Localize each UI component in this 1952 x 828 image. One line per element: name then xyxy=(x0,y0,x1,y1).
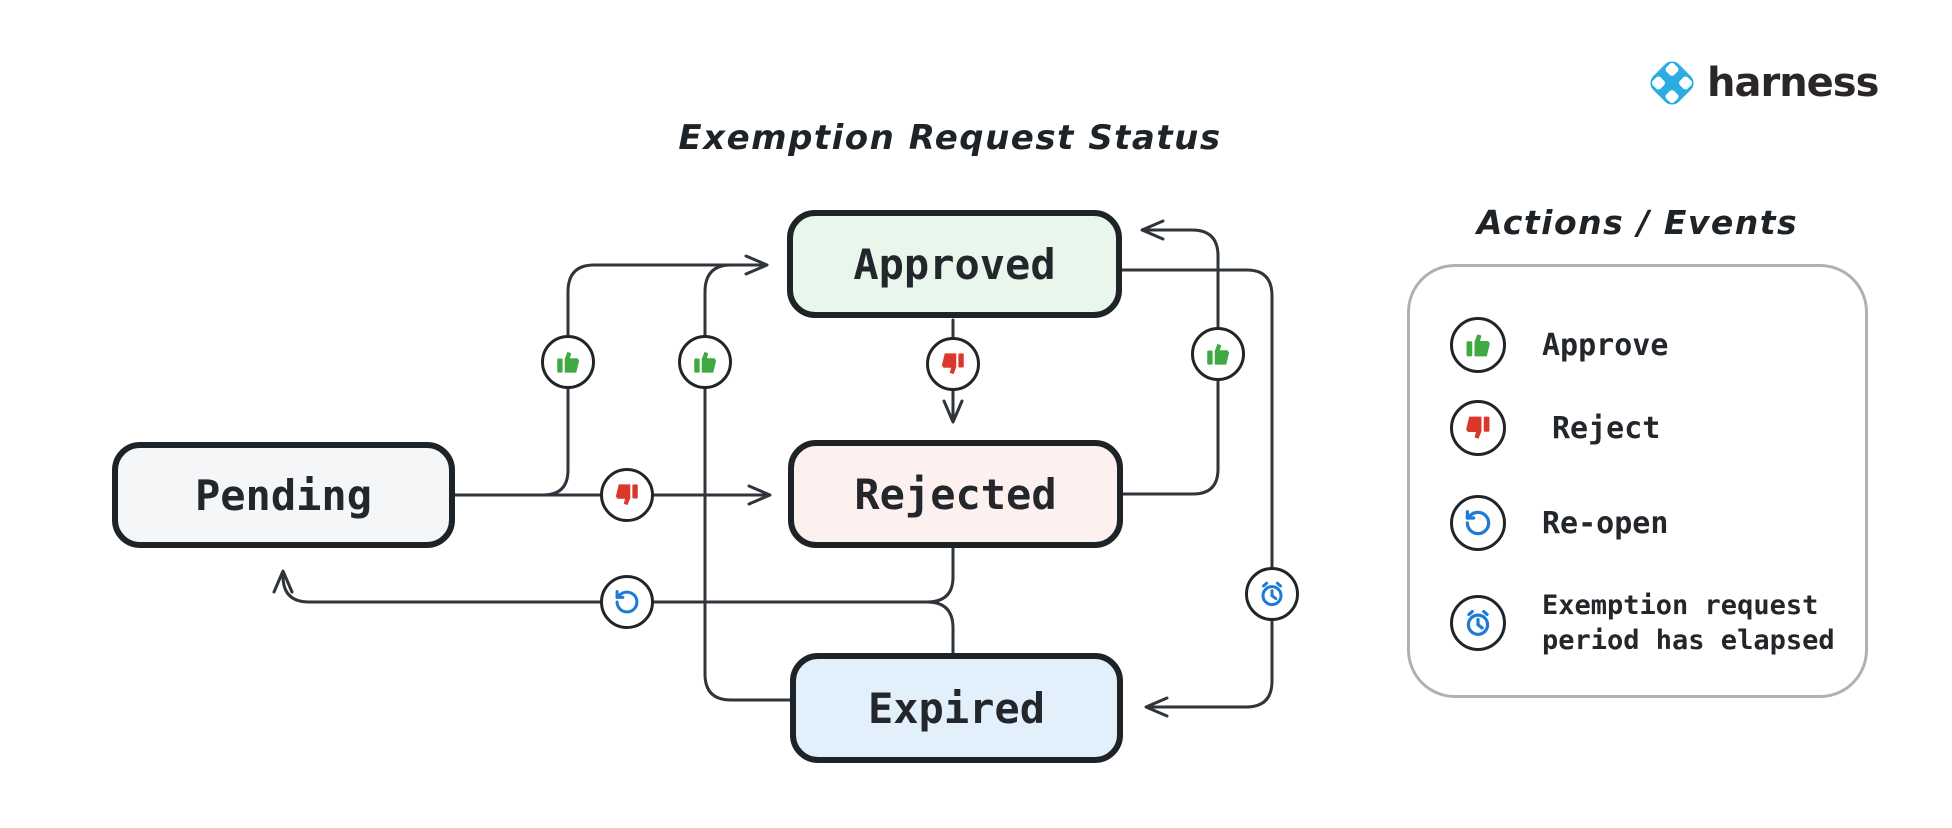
legend-panel: Approve Reject xyxy=(1407,264,1868,698)
harness-logo-text: harness xyxy=(1707,60,1879,106)
diagram-title: Exemption Request Status xyxy=(678,118,1222,158)
reopen-badge xyxy=(600,575,654,629)
state-label-rejected: Rejected xyxy=(854,469,1057,519)
approve-badge xyxy=(1450,317,1506,373)
legend-item-reopen: Re-open xyxy=(1450,495,1668,551)
state-label-expired: Expired xyxy=(867,683,1045,733)
edge-approved-expired xyxy=(1120,268,1274,718)
legend-item-reject: Reject xyxy=(1450,400,1660,456)
reopen-badge xyxy=(1450,495,1506,551)
state-label-pending: Pending xyxy=(194,470,372,520)
legend-label-reject: Reject xyxy=(1552,410,1661,446)
thumbs-down-icon xyxy=(941,353,964,375)
thumbs-up-icon xyxy=(557,351,580,373)
legend-label-period-elapsed: Exemption request period has elapsed xyxy=(1542,590,1835,657)
approve-badge xyxy=(678,335,732,389)
alarm-clock-icon xyxy=(1261,581,1283,607)
harness-logo: harness xyxy=(1641,52,1879,114)
period-elapsed-badge xyxy=(1450,595,1506,652)
reject-badge xyxy=(1450,400,1506,456)
legend-item-period-elapsed: Exemption request period has elapsed xyxy=(1450,588,1852,658)
thumbs-down-icon xyxy=(615,484,638,506)
edge-pending-approved xyxy=(541,254,769,497)
reject-badge xyxy=(926,337,980,391)
reopen-icon xyxy=(615,589,639,614)
reject-badge xyxy=(600,468,654,522)
state-node-expired: Expired xyxy=(790,653,1123,763)
legend-title: Actions / Events xyxy=(1476,203,1799,242)
thumbs-up-icon xyxy=(1466,334,1490,357)
period-elapsed-badge xyxy=(1245,567,1299,621)
state-node-pending: Pending xyxy=(112,442,455,548)
thumbs-up-icon xyxy=(694,351,717,373)
approve-badge xyxy=(541,335,595,389)
legend-label-reopen: Re-open xyxy=(1542,505,1669,541)
state-node-rejected: Rejected xyxy=(788,440,1123,548)
state-node-approved: Approved xyxy=(787,210,1122,318)
legend-label-approve: Approve xyxy=(1542,327,1669,363)
legend-item-approve: Approve xyxy=(1450,317,1668,373)
alarm-clock-icon xyxy=(1466,610,1490,637)
state-label-approved: Approved xyxy=(853,239,1056,289)
thumbs-up-icon xyxy=(1207,343,1230,365)
reopen-icon xyxy=(1465,510,1491,536)
approve-badge xyxy=(1191,327,1245,381)
edge-expired-pending xyxy=(925,600,955,655)
harness-logo-icon xyxy=(1650,61,1694,105)
edge-expired-approved xyxy=(703,263,792,702)
thumbs-down-icon xyxy=(1466,416,1490,439)
